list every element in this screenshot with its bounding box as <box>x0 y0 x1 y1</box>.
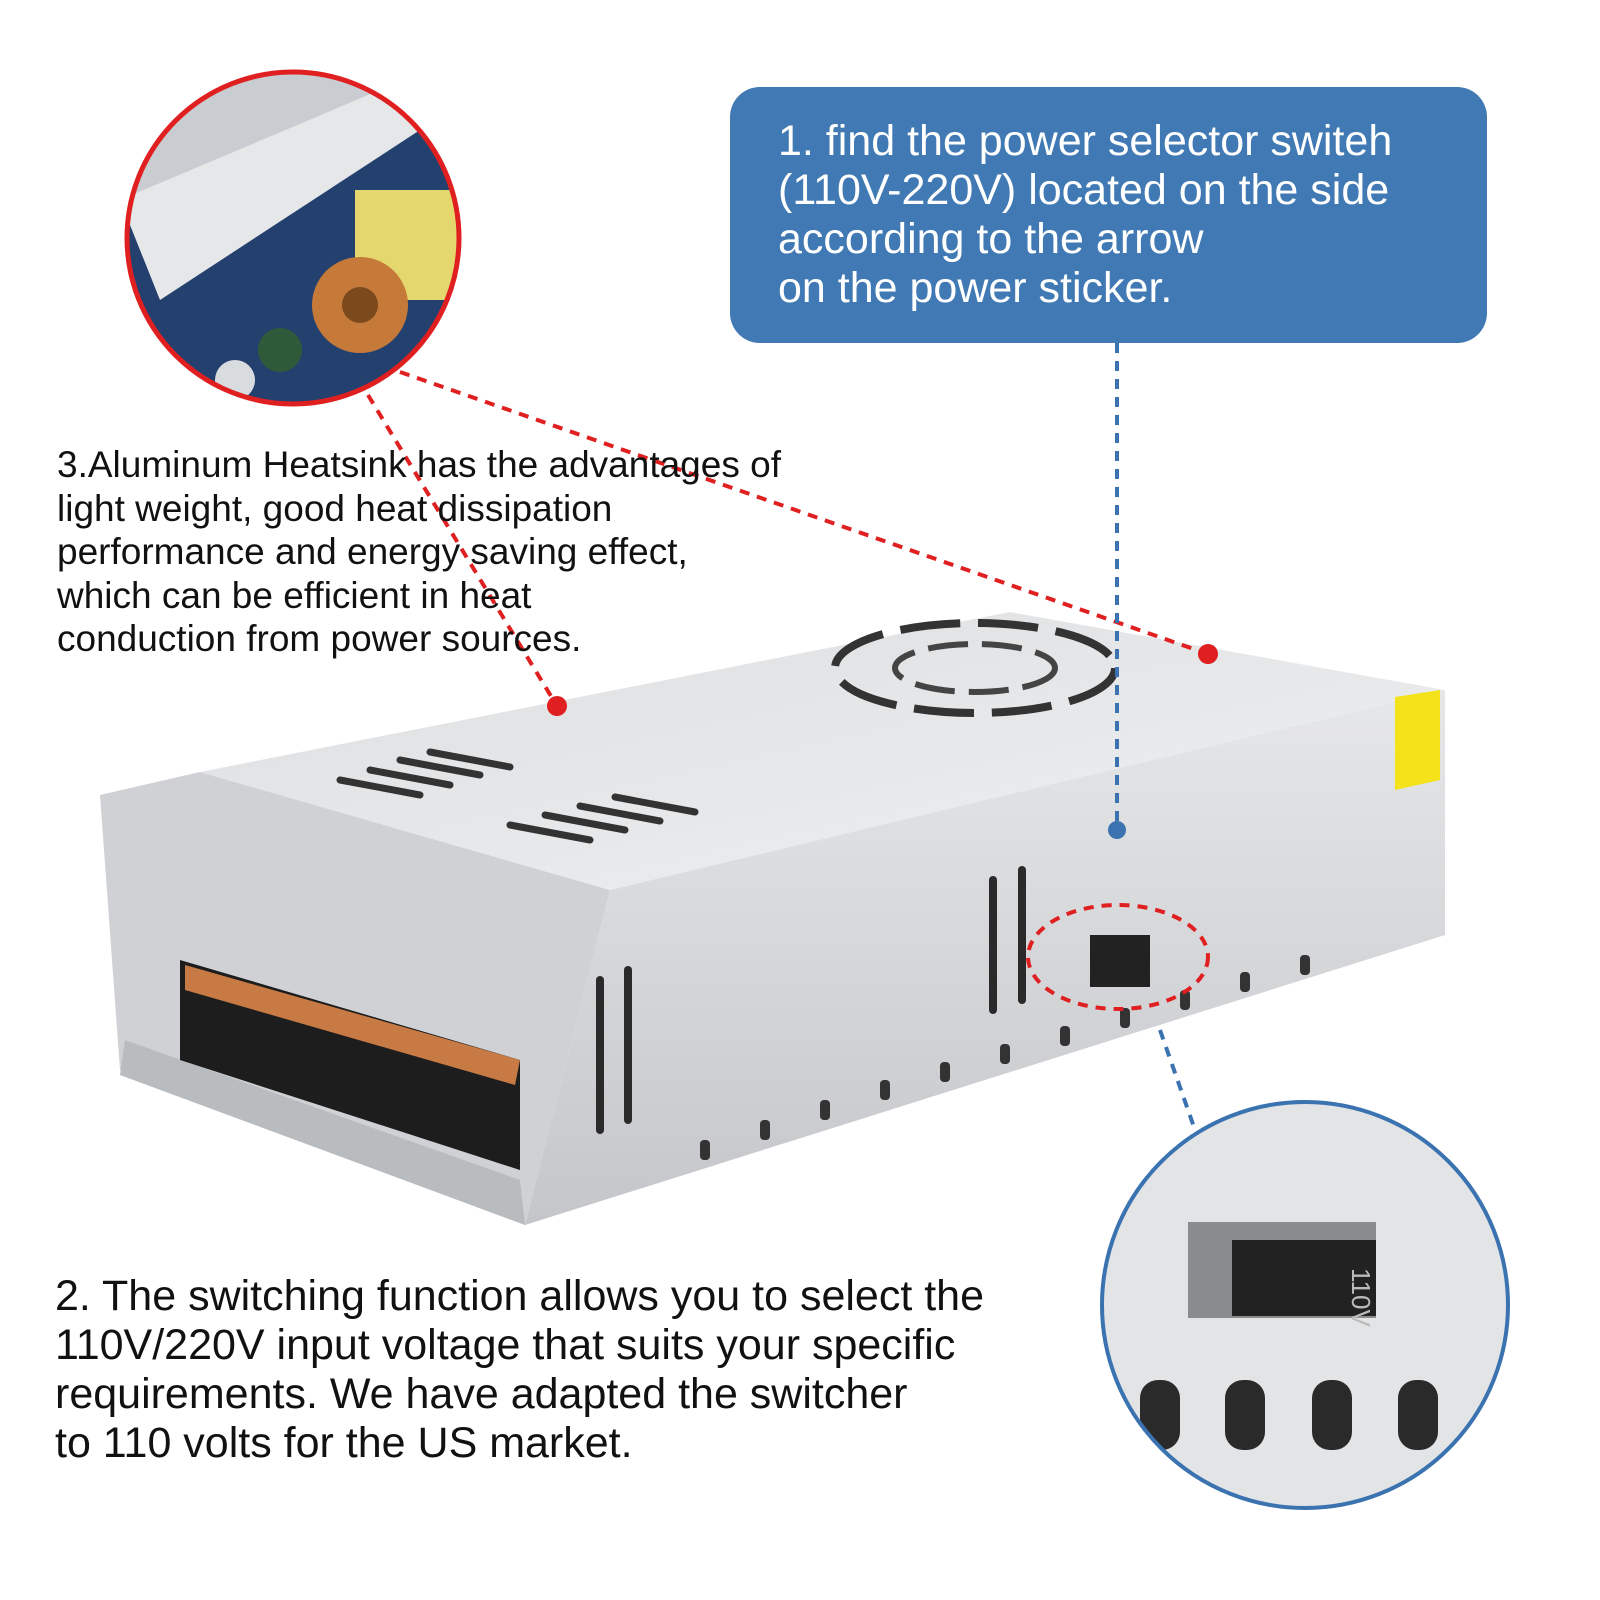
voltage-switch <box>1090 935 1150 987</box>
text-line: which can be efficient in heat <box>57 574 532 616</box>
warning-sticker <box>1395 690 1440 790</box>
callout-line: on the power sticker. <box>778 264 1173 312</box>
power-supply-unit <box>100 612 1445 1225</box>
switch-110v-label: 110V <box>1346 1268 1376 1327</box>
switch-detail-circle: 110V <box>1100 1100 1510 1510</box>
callout-line: (110V-220V) located on the side <box>778 166 1390 214</box>
heatsink-description: 3.Aluminum Heatsink has the advantages o… <box>57 443 781 661</box>
leader-lines <box>366 343 1210 1131</box>
text-line: to 110 volts for the US market. <box>55 1419 633 1467</box>
marker-dot <box>1108 821 1126 839</box>
callout-line: 1. find the power selector switeh <box>778 117 1393 165</box>
callout-step-1: 1. find the power selector switeh (110V-… <box>730 87 1487 343</box>
terminal-block <box>180 960 520 1170</box>
switching-description: 2. The switching function allows you to … <box>55 1272 984 1468</box>
text-line: requirements. We have adapted the switch… <box>55 1370 908 1418</box>
callout-line: according to the arrow <box>778 215 1204 263</box>
text-line: conduction from power sources. <box>57 618 582 659</box>
text-line: 110V/220V input voltage that suits your … <box>55 1321 956 1369</box>
text-line: light weight, good heat dissipation <box>57 487 613 529</box>
marker-dot <box>547 696 567 716</box>
heatsink-detail-circle <box>124 69 462 407</box>
text-line: performance and energy saving effect, <box>57 531 688 572</box>
text-line: 3.Aluminum Heatsink has the advantages o… <box>57 444 781 485</box>
marker-dot <box>1198 644 1218 664</box>
text-line: 2. The switching function allows you to … <box>55 1272 984 1320</box>
